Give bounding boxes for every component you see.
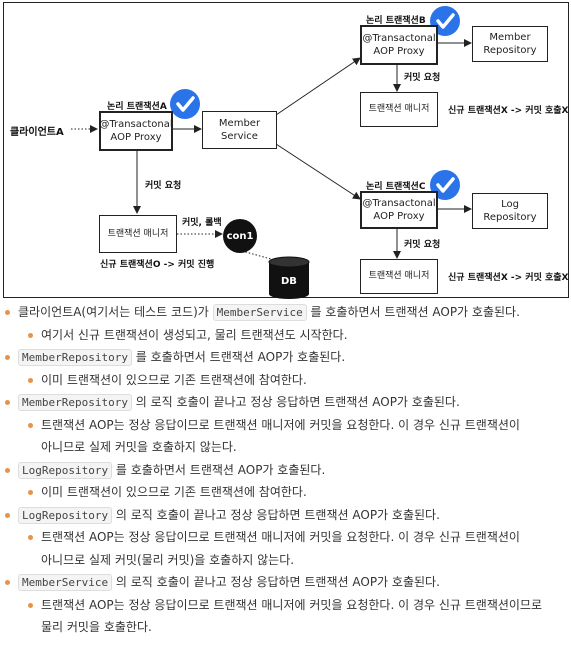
list-item: 아니므로 실제 커밋(물리 커밋)을 호출하지 않는다. [41, 549, 294, 571]
tx-manager-c-box: 트랜잭션 매니저 [360, 259, 438, 294]
service-to-proxy-c-arrow [275, 143, 361, 200]
list-item-text: 를 호출하면서 트랜잭션 AOP가 호출된다. [306, 305, 520, 319]
list-item: 클라이언트A(여기서는 테스트 코드)가 MemberService 를 호출하… [18, 301, 520, 324]
service-to-proxy-b-arrow [275, 57, 361, 116]
proxy-c-box: @Transactonal AOP Proxy [360, 191, 438, 229]
list-bullet [28, 422, 33, 428]
list-item-text: 트랜잭션 AOP는 정상 응답이므로 트랜잭션 매니저에 커밋을 요청한다. 이… [41, 530, 520, 544]
list-item-text: 이미 트랜잭션이 있으므로 기존 트랜잭션에 참여한다. [41, 372, 307, 387]
inline-code: LogRepository [18, 506, 113, 524]
inline-code: MemberRepository [18, 394, 132, 411]
list-item: 트랜잭션 AOP는 정상 응답이므로 트랜잭션 매니저에 커밋을 요청한다. 이… [41, 526, 520, 548]
logical-tx-a-label: 논리 트랜잭션A [107, 102, 167, 112]
list-bullet [5, 512, 10, 518]
list-item-text: 물리 커밋을 호출한다. [41, 620, 152, 634]
list-item-text: 의 로직 호출이 끝나고 정상 응답하면 트랜잭션 AOP가 호출된다. [112, 507, 440, 522]
commit-rollback-label: 커밋, 롤백 [182, 218, 222, 228]
new-tx-x-b-label: 신규 트랜잭션X -> 커밋 호출X [448, 106, 569, 116]
member-service-box: Member Service [202, 111, 277, 149]
list-item-text: 를 호출하면서 트랜잭션 AOP가 호출된다. [131, 350, 346, 364]
new-tx-x-c-label: 신규 트랜잭션X -> 커밋 호출X [448, 273, 569, 283]
list-item-text: 트랜잭션 AOP는 정상 응답이므로 트랜잭션 매니저에 커밋을 요청한다. 이… [41, 597, 543, 612]
inline-code: LogRepository [18, 461, 113, 479]
list-item-text: 를 호출하면서 트랜잭션 AOP가 호출된다. [112, 462, 326, 477]
list-bullet [5, 355, 10, 360]
list-bullet [5, 400, 10, 405]
list-item: 트랜잭션 AOP는 정상 응답이므로 트랜잭션 매니저에 커밋을 요청한다. 이… [41, 414, 520, 436]
list-bullet [28, 535, 33, 540]
list-item-text: 트랜잭션 AOP는 정상 응답이므로 트랜잭션 매니저에 커밋을 요청한다. 이… [41, 417, 520, 432]
con1-to-db-line [241, 250, 279, 262]
list-item: MemberRepository 의 로직 호출이 끝나고 정상 응답하면 트랜… [18, 391, 460, 414]
logical-tx-c-label: 논리 트랜잭션C [366, 182, 426, 192]
list-item-text: 의 로직 호출이 끝나고 정상 응답하면 트랜잭션 AOP가 호출된다. [131, 395, 460, 409]
client-label: 클라이언트A [10, 127, 64, 138]
tx-manager-b-box: 트랜잭션 매니저 [360, 92, 438, 127]
proxy-a-box: @Transactonal AOP Proxy [99, 111, 173, 151]
commit-request-b-label: 커밋 요청 [404, 73, 441, 83]
list-item: 이미 트랜잭션이 있으므로 기존 트랜잭션에 참여한다. [41, 481, 307, 503]
list-item: LogRepository 의 로직 호출이 끝나고 정상 응답하면 트랜잭션 … [18, 504, 440, 527]
list-bullet [28, 377, 33, 383]
list-item: 아니므로 실제 커밋을 호출하지 않는다. [41, 436, 237, 458]
list-item: MemberService 의 로직 호출이 끝나고 정상 응답하면 트랜잭션 … [18, 571, 440, 594]
list-bullet [5, 467, 10, 473]
tx-manager-a-box: 트랜잭션 매니저 [99, 215, 177, 253]
list-item-text: 아니므로 실제 커밋을 호출하지 않는다. [41, 440, 237, 454]
commit-request-c-label: 커밋 요청 [404, 240, 441, 250]
check-icon [170, 89, 200, 119]
db-label: DB [281, 276, 297, 287]
database-icon [268, 256, 310, 299]
list-item-text: 의 로직 호출이 끝나고 정상 응답하면 트랜잭션 AOP가 호출된다. [112, 575, 440, 589]
logical-tx-b-label: 논리 트랜잭션B [366, 16, 426, 26]
list-bullet [28, 602, 33, 608]
list-item: MemberRepository 를 호출하면서 트랜잭션 AOP가 호출된다. [18, 346, 345, 369]
new-tx-commit-label: 신규 트랜잭션O -> 커밋 진행 [100, 260, 215, 270]
member-repository-box: Member Repository [472, 26, 548, 62]
commit-request-a-label: 커밋 요청 [145, 181, 182, 191]
list-item: 트랜잭션 AOP는 정상 응답이므로 트랜잭션 매니저에 커밋을 요청한다. 이… [41, 594, 542, 616]
proxy-b-box: @Transactonal AOP Proxy [360, 25, 438, 65]
transaction-diagram: 클라이언트A 논리 트랜잭션A @Transactonal AOP Proxy … [3, 2, 569, 299]
list-bullet [28, 332, 33, 338]
inline-code: MemberService [212, 304, 307, 321]
list-bullet [28, 490, 33, 495]
connection-icon: con1 [223, 219, 257, 253]
inline-code: MemberService [18, 574, 113, 591]
list-item: 이미 트랜잭션이 있으므로 기존 트랜잭션에 참여한다. [41, 369, 307, 391]
list-item-text: 아니므로 실제 커밋(물리 커밋)을 호출하지 않는다. [41, 552, 295, 567]
list-bullet [5, 580, 10, 585]
list-item-text: 클라이언트A(여기서는 테스트 코드)가 [18, 305, 213, 319]
log-repository-box: Log Repository [472, 193, 548, 229]
list-item-text: 여기서 신규 트랜잭션이 생성되고, 물리 트랜잭션도 시작한다. [41, 327, 348, 342]
list-item: 물리 커밋을 호출한다. [41, 616, 152, 638]
list-item-text: 이미 트랜잭션이 있으므로 기존 트랜잭션에 참여한다. [41, 485, 307, 499]
list-item: LogRepository 를 호출하면서 트랜잭션 AOP가 호출된다. [18, 459, 325, 482]
list-bullet [5, 310, 10, 315]
list-item: 여기서 신규 트랜잭션이 생성되고, 물리 트랜잭션도 시작한다. [41, 324, 348, 346]
inline-code: MemberRepository [18, 349, 132, 366]
diagram-arrows [71, 39, 472, 262]
